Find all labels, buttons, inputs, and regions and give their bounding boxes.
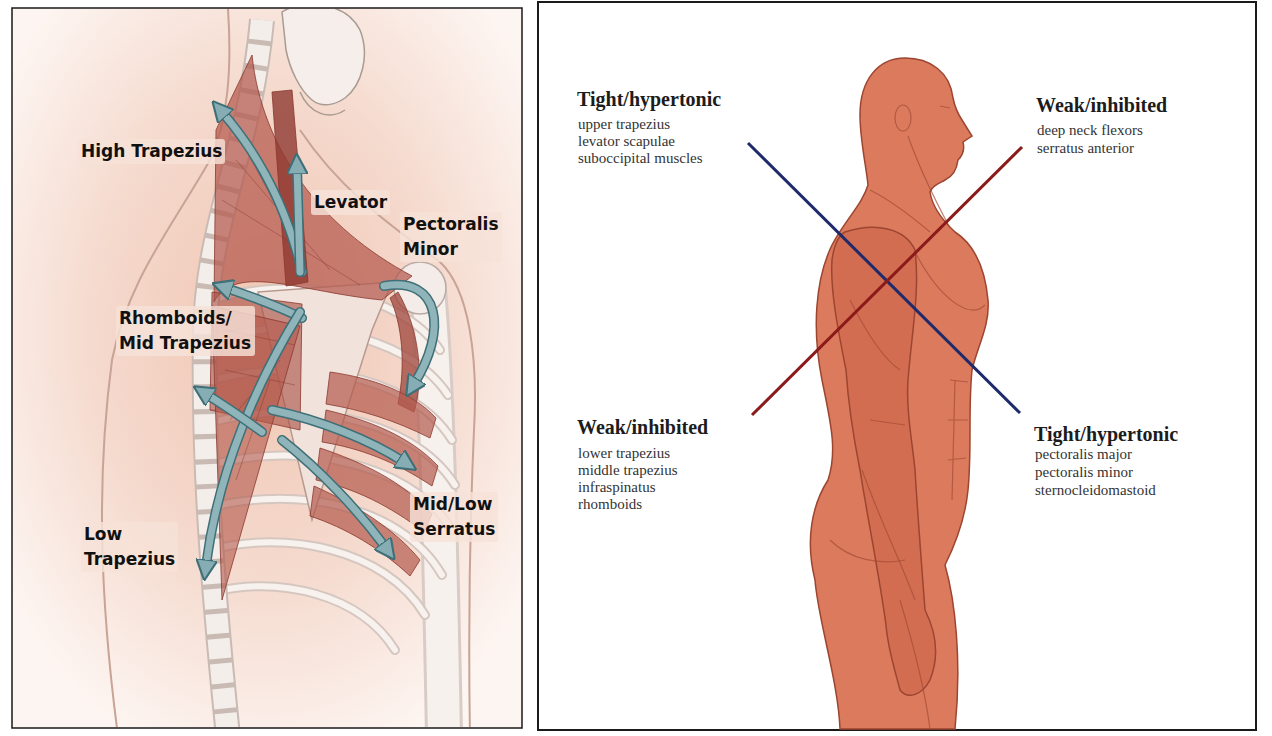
body-figure-part-part <box>870 420 905 425</box>
muscle-list-item: lower trapezius <box>578 445 670 462</box>
group-heading: Weak/inhibited <box>1036 93 1167 117</box>
muscle-list-item: pectoralis minor <box>1035 464 1133 481</box>
back-anatomy-illustration-part-part <box>214 55 412 302</box>
body-figure-part <box>830 105 985 729</box>
muscle-list-item: sternocleidomastoid <box>1035 482 1156 499</box>
back-anatomy-illustration <box>102 9 475 727</box>
muscle-list-item: suboccipital muscles <box>578 150 703 167</box>
group-heading: Weak/inhibited <box>577 415 708 439</box>
pull-direction-arrows-part <box>297 168 300 272</box>
muscle-label: Pectoralis Minor <box>400 212 502 262</box>
group-heading: Tight/hypertonic <box>1034 422 1178 446</box>
pull-direction-arrows-part <box>206 394 262 432</box>
muscle-label: Levator <box>311 190 390 215</box>
back-anatomy-panel <box>12 5 522 736</box>
body-figure-part-part <box>895 105 911 131</box>
muscle-list-item: pectoralis major <box>1035 446 1132 463</box>
weak-axis-line <box>752 147 1022 415</box>
posture-panel-part <box>538 2 1256 730</box>
posture-panel <box>538 2 1256 730</box>
back-anatomy-illustration-part-part <box>310 486 420 576</box>
pull-direction-arrows-part <box>222 112 302 272</box>
body-figure-part-part <box>948 380 968 500</box>
tight-axis-line <box>748 143 1020 413</box>
body-figure-part-part <box>900 600 930 729</box>
pull-direction-arrows-part <box>282 440 386 548</box>
muscle-list-item: upper trapezius <box>578 116 670 133</box>
body-figure-part-part <box>862 470 915 600</box>
muscle-label: Low Trapezius <box>81 522 178 572</box>
body-figure-part-part <box>940 106 950 108</box>
back-anatomy-panel-part <box>12 8 522 728</box>
pull-direction-arrows-part <box>384 285 434 384</box>
muscle-label: High Trapezius <box>78 139 225 164</box>
muscle-list-item: rhomboids <box>578 496 642 513</box>
body-figure-part-part <box>908 136 950 228</box>
back-anatomy-illustration-part <box>300 92 345 115</box>
back-anatomy-illustration-part-part <box>213 586 395 650</box>
back-anatomy-illustration-part-part <box>213 586 395 650</box>
body-figure-part <box>810 58 988 729</box>
muscle-list-item: levator scapulae <box>578 133 675 150</box>
pull-direction-arrows-part <box>282 440 386 548</box>
pull-direction-arrows-part <box>384 285 434 384</box>
pull-direction-arrows-part <box>206 394 262 432</box>
body-figure-part-part <box>915 252 985 310</box>
body-figure-part-part <box>870 190 930 232</box>
muscle-list-item: infraspinatus <box>578 479 655 496</box>
muscle-list-item: middle trapezius <box>578 462 678 479</box>
back-anatomy-illustration-part <box>282 9 364 105</box>
body-figure-part-part <box>830 540 905 562</box>
muscle-list-item: deep neck flexors <box>1037 122 1143 139</box>
body-figure-part <box>832 227 936 695</box>
muscle-label: Mid/Low Serratus <box>410 492 498 542</box>
body-figure <box>810 58 988 729</box>
muscle-label: Rhomboids/ Mid Trapezius <box>116 306 255 356</box>
group-heading: Tight/hypertonic <box>577 87 721 111</box>
pull-direction-arrows-part <box>297 168 300 272</box>
muscle-list-item: serratus anterior <box>1037 140 1134 157</box>
pull-direction-arrows-part <box>222 112 302 272</box>
